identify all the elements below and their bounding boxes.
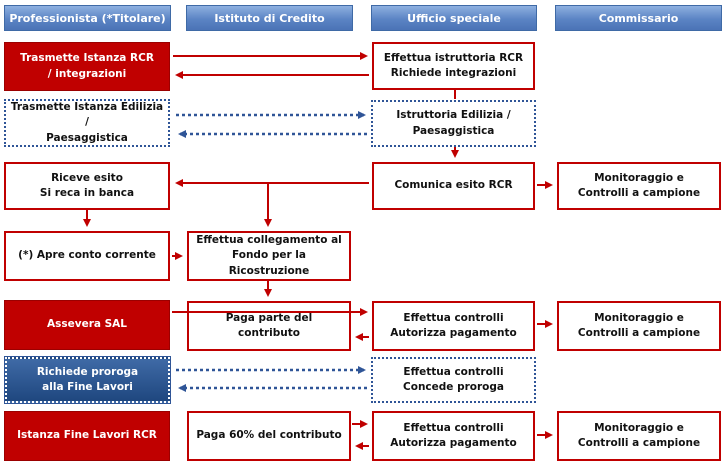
box-paga-60: Paga 60% del contributo [187, 411, 351, 461]
box-collegamento-fondo: Effettua collegamento al Fondo per la Ri… [187, 231, 351, 281]
box-controlli-autorizza-1: Effettua controlli Autorizza pagamento [372, 301, 535, 351]
box-comunica-esito: Comunica esito RCR [372, 162, 535, 210]
header-istituto-credito: Istituto di Credito [186, 5, 353, 31]
box-trasmette-istanza-edilizia: Trasmette Istanza Edilizia / Paesaggisti… [4, 99, 170, 147]
box-istruttoria-rcr: Effettua istruttoria RCR Richiede integr… [372, 42, 535, 90]
box-riceve-esito: Riceve esito Si reca in banca [4, 162, 170, 210]
box-istruttoria-edilizia: Istruttoria Edilizia / Paesaggistica [371, 100, 536, 147]
box-assevera-sal: Assevera SAL [4, 300, 170, 350]
header-ufficio-speciale: Ufficio speciale [371, 5, 537, 31]
box-concede-proroga: Effettua controlli Concede proroga [371, 357, 536, 403]
box-controlli-autorizza-2: Effettua controlli Autorizza pagamento [372, 411, 535, 461]
header-professionista: Professionista (*Titolare) [4, 5, 171, 31]
box-monitoraggio-3: Monitoraggio e Controlli a campione [557, 411, 721, 461]
box-istanza-fine-lavori: Istanza Fine Lavori RCR [4, 411, 170, 461]
box-paga-parte: Paga parte del contributo [187, 301, 351, 351]
box-trasmette-istanza-rcr: Trasmette Istanza RCR / integrazioni [4, 42, 170, 91]
box-monitoraggio-1: Monitoraggio e Controlli a campione [557, 162, 721, 210]
box-richiede-proroga: Richiede proroga alla Fine Lavori [4, 356, 171, 404]
header-commissario: Commissario [555, 5, 722, 31]
box-apre-conto: (*) Apre conto corrente [4, 231, 170, 281]
box-monitoraggio-2: Monitoraggio e Controlli a campione [557, 301, 721, 351]
